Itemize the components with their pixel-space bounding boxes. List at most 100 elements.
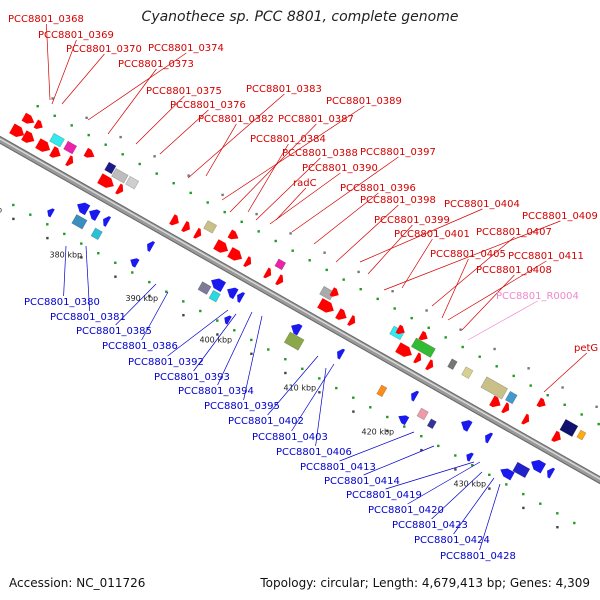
gc-dot [573, 521, 576, 525]
gc-dot [459, 328, 462, 331]
gene-label: PCC8801_0398 [360, 195, 436, 206]
gc-dot [505, 483, 508, 486]
gc-dot [138, 162, 141, 166]
reverse-gene-arrow [466, 452, 474, 462]
gene-block [461, 366, 474, 379]
gc-dot [488, 487, 491, 490]
gc-dot [182, 314, 185, 317]
gc-dot [301, 367, 304, 370]
gene-label: PCC8801_0406 [276, 447, 352, 458]
gene-label: PCC8801_0375 [146, 86, 222, 97]
gc-dot [495, 365, 498, 368]
gc-dot [403, 425, 406, 428]
gene-block [447, 358, 458, 370]
gene-label: PCC8801_0381 [50, 312, 126, 323]
gc-dot [359, 288, 362, 291]
reverse-gene-arrow [547, 467, 556, 479]
gc-dot [410, 316, 413, 320]
gc-dot [63, 232, 66, 236]
gene-label: PCC8801_0414 [324, 476, 400, 487]
gene-block [104, 161, 117, 175]
gc-dot [539, 502, 542, 505]
gene-label: PCC8801_0385 [76, 326, 152, 337]
gc-dot [119, 135, 122, 139]
gc-dot [386, 415, 389, 419]
forward-gene-arrow [425, 359, 434, 371]
kbp-tick-label: 400 kbp [200, 336, 233, 345]
gene-block [49, 132, 65, 148]
gene-label: PCC8801_0374 [148, 43, 224, 54]
gc-dot [427, 326, 430, 329]
gene-label: PCC8801_0383 [246, 84, 322, 95]
gene-label: PCC8801_0411 [508, 251, 584, 262]
label-leader [431, 236, 515, 307]
gc-dot [250, 338, 253, 342]
reverse-gene-arrow [337, 348, 346, 360]
gene-label: PCC8801_0404 [444, 199, 520, 210]
forward-gene-arrow [83, 147, 95, 158]
gene-block [71, 214, 88, 230]
gc-dot [335, 386, 338, 390]
gene-label: PCC8801_0423 [392, 520, 468, 531]
label-leader [467, 300, 538, 341]
gc-dot [153, 155, 156, 158]
gene-block [376, 384, 388, 398]
label-leader [135, 95, 185, 145]
label-leader [115, 283, 157, 326]
gc-dot [97, 252, 100, 255]
gc-dot [527, 367, 530, 370]
label-leader [107, 68, 157, 135]
gc-dot [216, 333, 219, 336]
forward-gene-arrow [395, 324, 405, 335]
gc-dot [342, 278, 345, 281]
forward-gene-arrow [263, 267, 272, 279]
label-leader [401, 238, 433, 289]
gc-dot [444, 336, 447, 339]
gc-dot [80, 256, 83, 259]
gc-dot [522, 492, 525, 496]
label-leader [187, 93, 285, 179]
forward-gene-arrow [227, 229, 239, 240]
gene-label: PCC8801_0388 [282, 148, 358, 159]
genome-backbone [0, 135, 600, 485]
reverse-gene-arrow [211, 278, 226, 292]
gene-block [111, 167, 129, 184]
forward-gene-arrow [97, 173, 114, 188]
forward-gene-arrow [275, 274, 284, 286]
gc-dot [221, 193, 224, 197]
gc-dot [70, 124, 73, 127]
gene-label: PCC8801_0424 [414, 535, 490, 546]
label-leader [291, 363, 335, 432]
gene-label: PCC8801_0399 [374, 215, 450, 226]
gene-label: PCC8801_0392 [128, 357, 204, 368]
gc-dot [556, 512, 559, 515]
gene-label: PCC8801_0401 [394, 229, 470, 240]
label-leader [205, 123, 237, 177]
gene-block [416, 407, 429, 421]
forward-gene-arrow [521, 413, 530, 425]
gc-dot [437, 444, 440, 448]
label-leader [243, 315, 263, 401]
label-leader [383, 220, 561, 291]
gene-block [576, 429, 587, 441]
forward-gene-arrow [489, 395, 501, 408]
backbone-highlight [0, 138, 600, 480]
gene-label: PCC8801_0380 [24, 297, 100, 308]
gc-dot [289, 232, 292, 235]
map-title: Cyanothece sp. PCC 8801, complete genome [141, 9, 459, 25]
forward-gene-arrow [227, 247, 243, 261]
gc-dot [420, 448, 423, 452]
label-leader [313, 192, 379, 245]
forward-gene-arrow [413, 352, 422, 364]
gc-dot [240, 220, 243, 223]
gc-dot [172, 182, 175, 185]
gene-label: PCC8801_0373 [118, 59, 194, 70]
forward-gene-arrow [49, 146, 61, 158]
reverse-gene-arrow [500, 468, 515, 481]
kbp-tick-label: 370 kbp [0, 205, 2, 214]
forward-gene-arrow [243, 256, 252, 267]
gene-block [504, 390, 518, 405]
gc-dot [597, 422, 600, 426]
gc-dot [121, 153, 124, 156]
gene-label: PCC8801_0402 [228, 416, 304, 427]
